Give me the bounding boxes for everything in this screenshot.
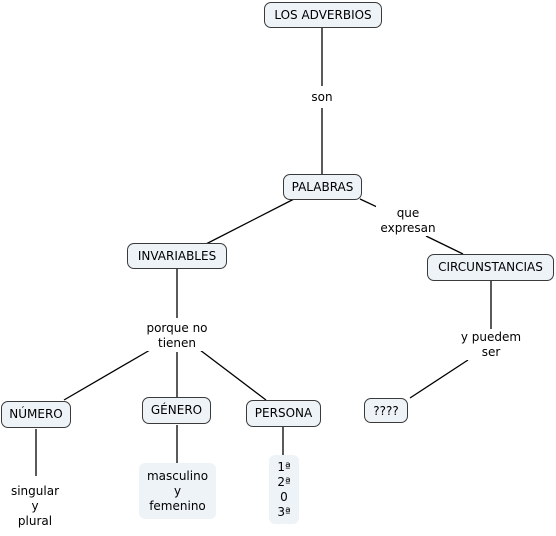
link-label-line: expresan [380,221,436,235]
leaf-value: femenino [149,498,206,513]
link-label-line: ser [481,345,501,359]
node-numero: NÚMERO [1,401,71,428]
leaf-numero-values: singular y plural [4,484,66,529]
link-label-line: y puedem [460,330,522,344]
link-label-porque-no-tienen: porque no tienen [138,321,216,351]
link-label-que-expresan: que expresan [376,206,440,236]
leaf-value: 1ª [277,459,291,474]
leaf-value: plural [17,514,53,528]
connector-porque-persona [199,349,267,401]
leaf-value: 2ª [277,474,291,489]
leaf-value: masculino [146,468,209,483]
connector-porque-numero [63,349,151,401]
link-label-y-puedem-ser: y puedem ser [454,330,528,360]
node-unknown: ???? [364,398,408,423]
link-label-line: que [396,206,420,220]
leaf-value: y [31,499,39,513]
node-genero: GÉNERO [142,397,211,424]
connector-palabras-invariables [205,198,295,245]
link-label-son: son [305,90,339,105]
node-persona: PERSONA [246,400,321,427]
connector-expresan-circunstancias [425,235,464,255]
leaf-value: 3ª [277,504,291,519]
leaf-persona-values: 1ª 2ª 0 3ª [269,455,299,524]
link-label-line: tienen [157,336,196,350]
leaf-value: y [173,483,182,498]
node-circunstancias: CIRCUNSTANCIAS [427,254,554,281]
node-los-adverbios: LOS ADVERBIOS [264,2,382,28]
leaf-value: 0 [280,489,288,504]
node-palabras: PALABRAS [283,174,362,200]
node-invariables: INVARIABLES [127,243,227,269]
link-label-line: porque no [146,321,208,335]
connector-puedem-unknown [409,359,469,399]
leaf-value: singular [10,484,60,498]
leaf-genero-values: masculino y femenino [139,463,216,519]
